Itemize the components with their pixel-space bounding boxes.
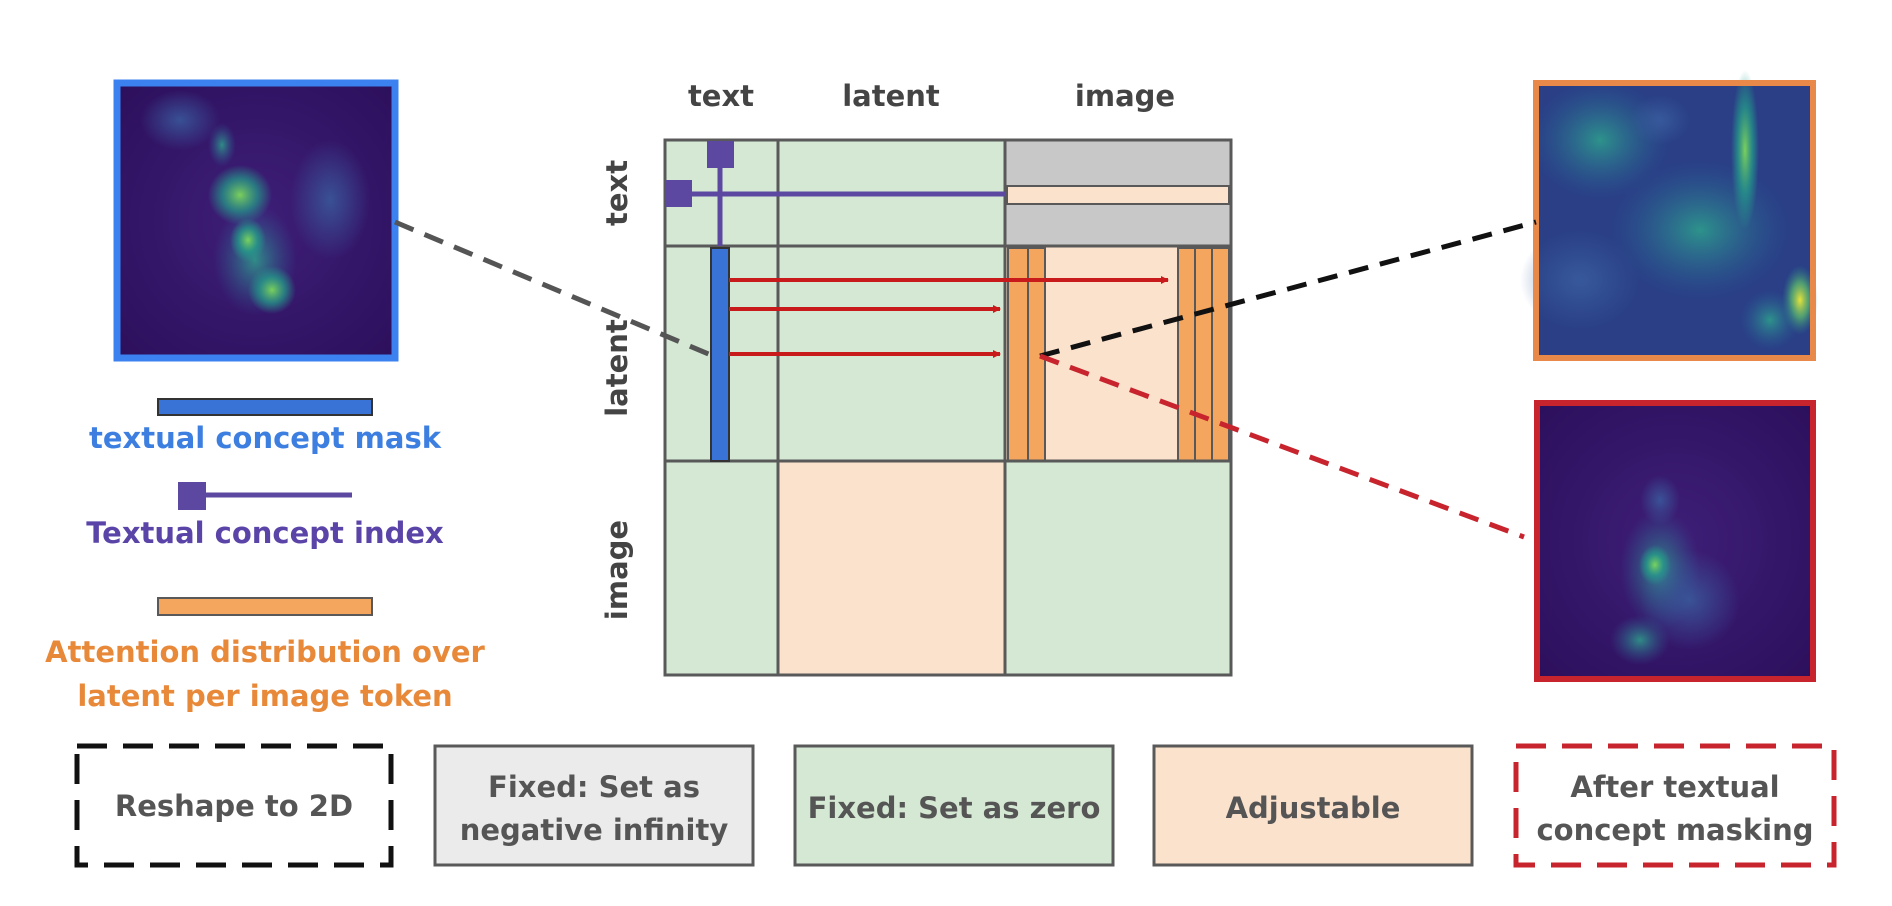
index-swatch-square — [178, 482, 206, 510]
noisy-attention-heatmap-icon — [1520, 70, 1818, 350]
legend-fixed-neg-inf: Fixed: Set as negative infinity — [433, 744, 755, 867]
attention-column — [1194, 247, 1213, 462]
legend-after-masking-line2: concept masking — [1536, 813, 1813, 847]
connector-right-top — [1039, 219, 1537, 359]
right-top-heatmap-frame — [1533, 80, 1816, 361]
left-heatmap-frame — [113, 79, 399, 362]
row-header-latent: latent — [600, 319, 634, 417]
legend-fixed-neg-inf-line2: negative infinity — [460, 813, 729, 847]
col-header-image: image — [1075, 79, 1175, 113]
right-top-heatmap — [1520, 70, 1818, 361]
cat-attention-heatmap-masked-icon — [1610, 475, 1740, 665]
legend-after-masking: After textual concept masking — [1513, 743, 1837, 868]
attention-label-line1: Attention distribution over — [45, 635, 485, 669]
cat-attention-heatmap-icon — [140, 90, 370, 315]
col-header-text: text — [688, 79, 754, 113]
concept-index-marker — [665, 141, 1005, 246]
col-header-latent: latent — [842, 79, 940, 113]
legend-reshape: Reshape to 2D — [74, 743, 394, 868]
attention-matrix — [663, 138, 1233, 677]
legend-reshape-label: Reshape to 2D — [115, 789, 353, 823]
legend-fixed-neg-inf-line1: Fixed: Set as — [488, 770, 700, 804]
right-bottom-heatmap-frame — [1534, 400, 1816, 682]
attention-column — [1211, 247, 1230, 462]
text-image-adjustable-row — [1006, 185, 1230, 205]
cell-image-text — [665, 461, 778, 675]
row-header-text: text — [600, 160, 634, 226]
attention-swatch — [157, 597, 373, 616]
row-headers: text latent image — [600, 160, 634, 620]
legend-adjustable: Adjustable — [1152, 744, 1474, 867]
concept-mask-column — [710, 247, 730, 462]
connector-right-bottom — [1039, 353, 1525, 540]
connector-left — [394, 219, 712, 358]
left-heatmap — [113, 79, 399, 362]
legend-fixed-zero-label: Fixed: Set as zero — [808, 791, 1101, 825]
left-legend: textual concept mask Textual concept ind… — [45, 398, 486, 713]
legend-adjustable-label: Adjustable — [1226, 791, 1401, 825]
column-headers: text latent image — [688, 79, 1175, 113]
legend-after-masking-line1: After textual — [1570, 770, 1779, 804]
right-bottom-heatmap — [1534, 400, 1816, 682]
mask-label: textual concept mask — [89, 421, 442, 455]
index-label: Textual concept index — [86, 516, 444, 550]
cell-image-latent — [778, 461, 1005, 675]
mask-swatch — [157, 398, 373, 416]
dashed-connectors — [394, 219, 1537, 540]
bottom-legend: Reshape to 2D Fixed: Set as negative inf… — [74, 743, 1837, 868]
row-header-image: image — [600, 520, 634, 620]
attention-label-line2: latent per image token — [77, 679, 452, 713]
red-arrows — [729, 276, 1169, 358]
legend-fixed-zero: Fixed: Set as zero — [793, 744, 1115, 867]
cell-image-image — [1005, 461, 1231, 675]
attention-column — [1177, 247, 1196, 462]
